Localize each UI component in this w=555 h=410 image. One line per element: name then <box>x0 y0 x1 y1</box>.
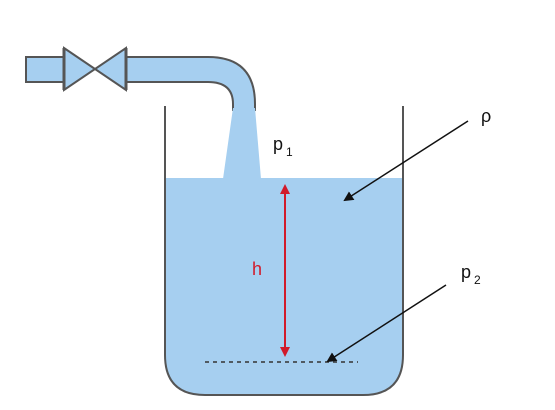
pressure-bottom-label: p <box>461 262 471 282</box>
gate-valve-icon <box>62 46 128 92</box>
pressure-top-label: p <box>273 134 283 154</box>
pressure-top-subscript: 1 <box>286 145 293 159</box>
pressure-bottom-subscript: 2 <box>474 273 481 287</box>
density-arrow <box>343 120 469 202</box>
inlet-pipe <box>25 56 256 111</box>
water-stream <box>223 108 261 179</box>
density-label: ρ <box>481 106 491 126</box>
tank-outline <box>164 106 404 396</box>
bottom-pressure-arrow <box>326 284 447 363</box>
height-label: h <box>252 259 262 279</box>
